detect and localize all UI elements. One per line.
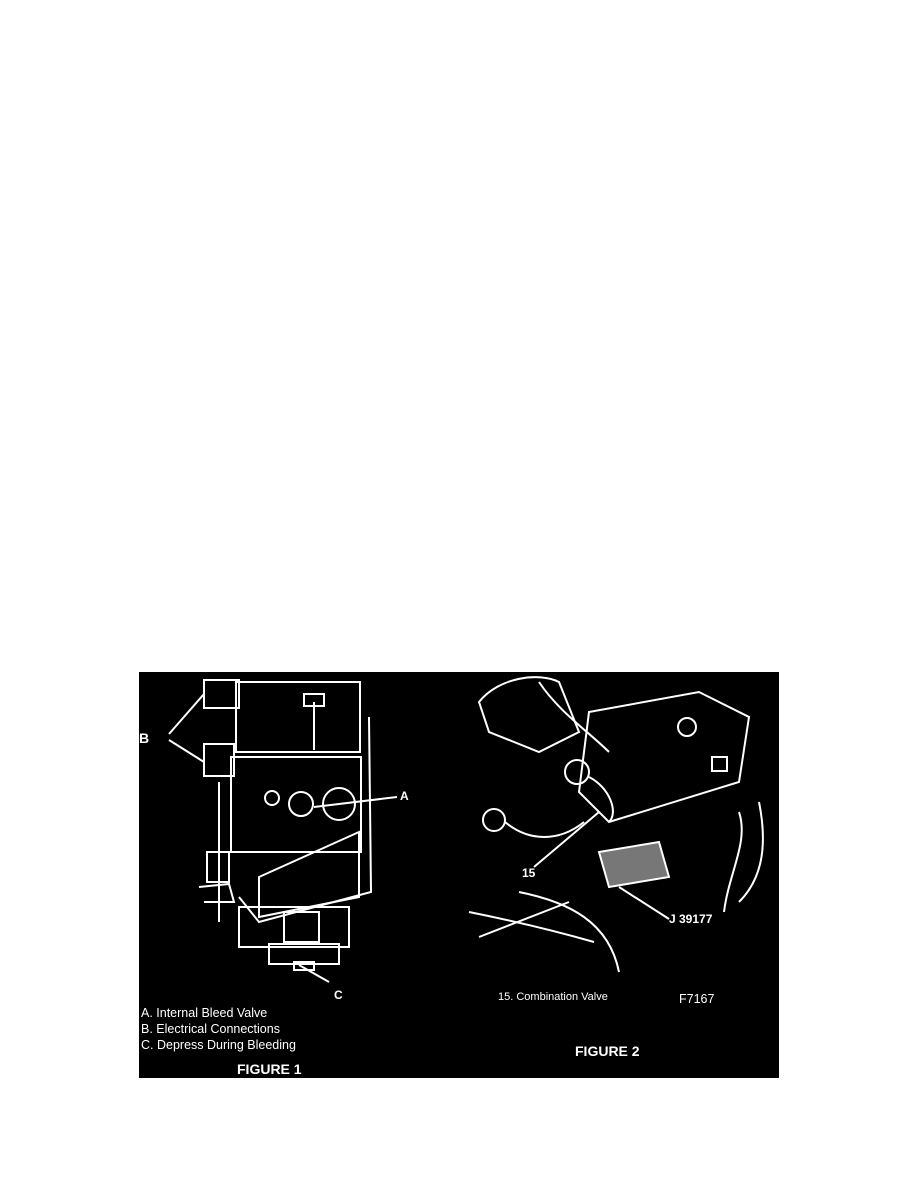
callout-b: B [139, 730, 150, 746]
figure-ref-code: F7167 [679, 992, 715, 1006]
legend-item: B. Electrical Connections [141, 1022, 280, 1036]
figure2-legend: 15. Combination Valve [498, 991, 608, 1003]
callout-15: 15 [522, 866, 536, 880]
abs-modulator-drawing [168, 679, 398, 983]
combination-valve-drawing [468, 676, 764, 973]
figure1-legend: A. Internal Bleed Valve B. Electrical Co… [141, 1005, 296, 1053]
illustration [168, 676, 764, 983]
figure-panel: B A C A. Internal Bleed Valve B. Electri… [139, 672, 779, 1078]
legend-item: A. Internal Bleed Valve [141, 1006, 268, 1020]
figure2-caption: FIGURE 2 [575, 1043, 640, 1059]
callout-c: C [334, 988, 343, 1002]
callout-j39177: J 39177 [669, 912, 713, 926]
figure1-caption: FIGURE 1 [237, 1061, 302, 1077]
callout-a: A [400, 789, 409, 803]
legend-item: C. Depress During Bleeding [141, 1038, 296, 1052]
